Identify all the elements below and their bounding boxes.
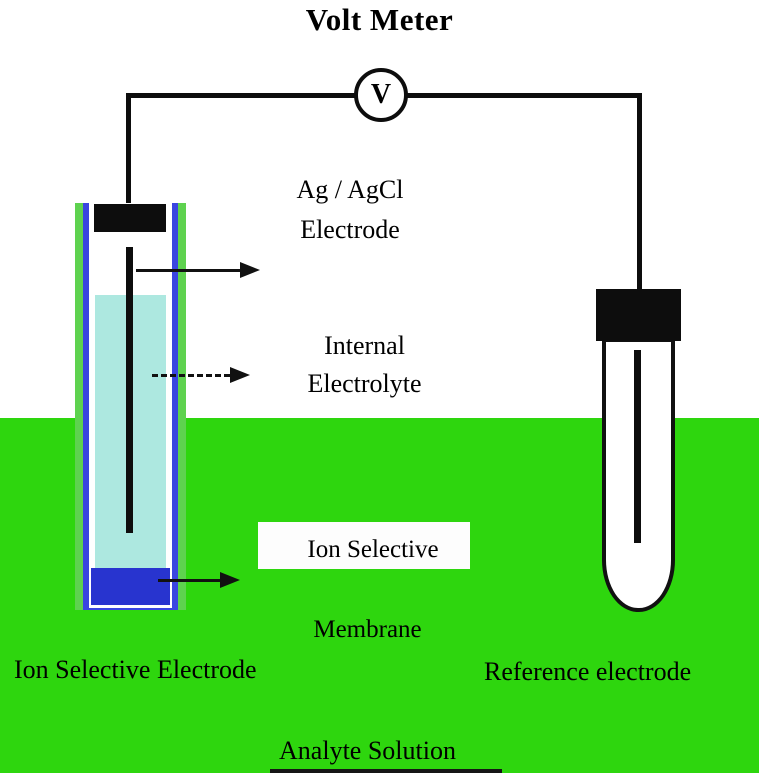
arrow-head-icon bbox=[240, 262, 260, 278]
label-background-patch bbox=[258, 522, 470, 569]
label-membrane: Membrane bbox=[313, 616, 422, 643]
label-ion-selective: Ion Selective bbox=[307, 536, 439, 563]
ise-top-cap bbox=[94, 204, 166, 232]
arrow-ag-agcl-electrode bbox=[136, 262, 260, 278]
reference-electrode-rod bbox=[634, 350, 641, 543]
ion-selective-membrane bbox=[91, 568, 170, 605]
reference-electrode-cap bbox=[596, 289, 681, 341]
label-analyte-solution: Analyte Solution bbox=[279, 736, 456, 765]
arrow-internal-electrolyte bbox=[152, 367, 250, 383]
arrow-head-icon bbox=[230, 367, 250, 383]
wire-right-horizontal bbox=[405, 93, 642, 98]
wire-left-horizontal bbox=[127, 93, 357, 98]
label-reference-electrode: Reference electrode bbox=[484, 657, 692, 686]
voltmeter-symbol: V bbox=[370, 79, 392, 110]
label-ag-agcl: Ag / AgCl Electrode bbox=[265, 170, 435, 250]
arrow-line-dashed bbox=[152, 373, 230, 377]
label-ag-agcl-line2: Electrode bbox=[300, 215, 400, 244]
label-internal-line2: Electrolyte bbox=[307, 369, 422, 398]
label-ion-selective-electrode: Ion Selective Electrode bbox=[14, 655, 257, 684]
diagram-title: Volt Meter bbox=[305, 2, 454, 37]
arrow-line bbox=[158, 578, 220, 582]
wire-right-vertical bbox=[637, 93, 642, 292]
voltmeter: V bbox=[354, 68, 408, 122]
label-ag-agcl-line1: Ag / AgCl bbox=[296, 175, 404, 204]
ag-agcl-electrode-rod bbox=[126, 247, 133, 533]
arrow-head-icon bbox=[220, 572, 240, 588]
bottom-edge-line bbox=[270, 769, 502, 773]
arrow-ion-selective-membrane bbox=[158, 572, 240, 588]
arrow-line bbox=[136, 268, 240, 272]
wire-left-vertical bbox=[126, 93, 131, 205]
label-internal-electrolyte: Internal Electrolyte bbox=[292, 327, 437, 403]
label-internal-line1: Internal bbox=[324, 331, 405, 360]
